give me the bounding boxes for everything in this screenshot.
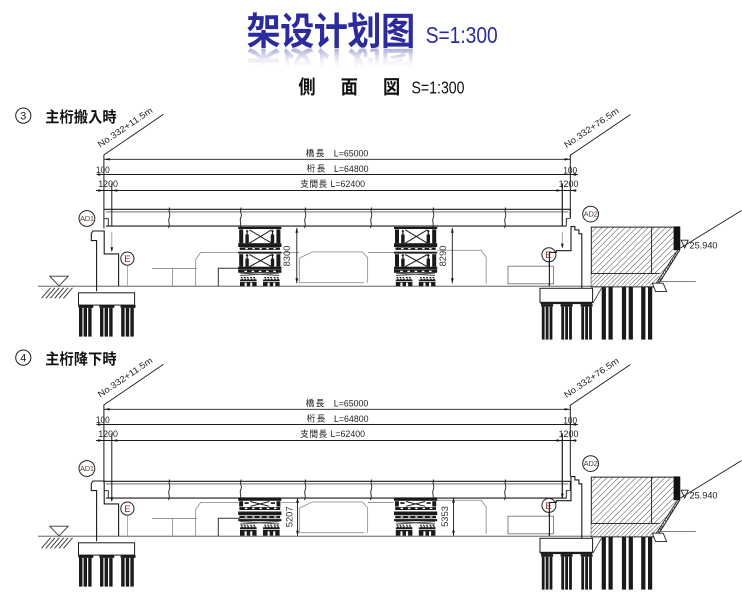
svg-text:25.940: 25.940 <box>690 490 718 501</box>
svg-text:8300: 8300 <box>281 246 292 267</box>
svg-text:100: 100 <box>96 414 110 425</box>
svg-text:No.332+76.5m: No.332+76.5m <box>562 106 621 150</box>
svg-text:L=62400: L=62400 <box>331 179 366 189</box>
svg-text:S=1:300: S=1:300 <box>412 78 465 98</box>
svg-text:No.332+76.5m: No.332+76.5m <box>562 356 621 400</box>
svg-text:1200: 1200 <box>98 178 118 189</box>
svg-text:E: E <box>124 254 130 265</box>
svg-text:L=65000: L=65000 <box>334 149 369 159</box>
svg-text:25.940: 25.940 <box>690 240 718 251</box>
svg-text:1200: 1200 <box>559 178 579 189</box>
svg-text:5353: 5353 <box>439 506 450 527</box>
svg-text:L=65000: L=65000 <box>334 399 369 409</box>
svg-text:L=62400: L=62400 <box>331 429 366 439</box>
svg-text:8290: 8290 <box>437 246 448 267</box>
svg-text:100: 100 <box>563 414 577 425</box>
svg-text:E: E <box>124 504 130 515</box>
svg-text:1200: 1200 <box>559 428 579 439</box>
svg-text:S=1:300: S=1:300 <box>426 22 498 48</box>
svg-text:100: 100 <box>96 164 110 175</box>
svg-text:E: E <box>545 250 551 261</box>
svg-text:E: E <box>545 501 551 512</box>
svg-text:AD1: AD1 <box>80 214 94 223</box>
svg-text:1200: 1200 <box>98 428 118 439</box>
svg-text:L=64800: L=64800 <box>334 164 369 174</box>
svg-text:L=64800: L=64800 <box>334 414 369 424</box>
svg-text:100: 100 <box>563 164 577 175</box>
svg-text:4: 4 <box>20 353 26 365</box>
svg-text:AD2: AD2 <box>584 459 598 468</box>
svg-text:5207: 5207 <box>283 506 294 527</box>
svg-text:AD2: AD2 <box>584 210 598 219</box>
svg-text:3: 3 <box>20 111 26 123</box>
svg-text:AD1: AD1 <box>80 464 94 473</box>
